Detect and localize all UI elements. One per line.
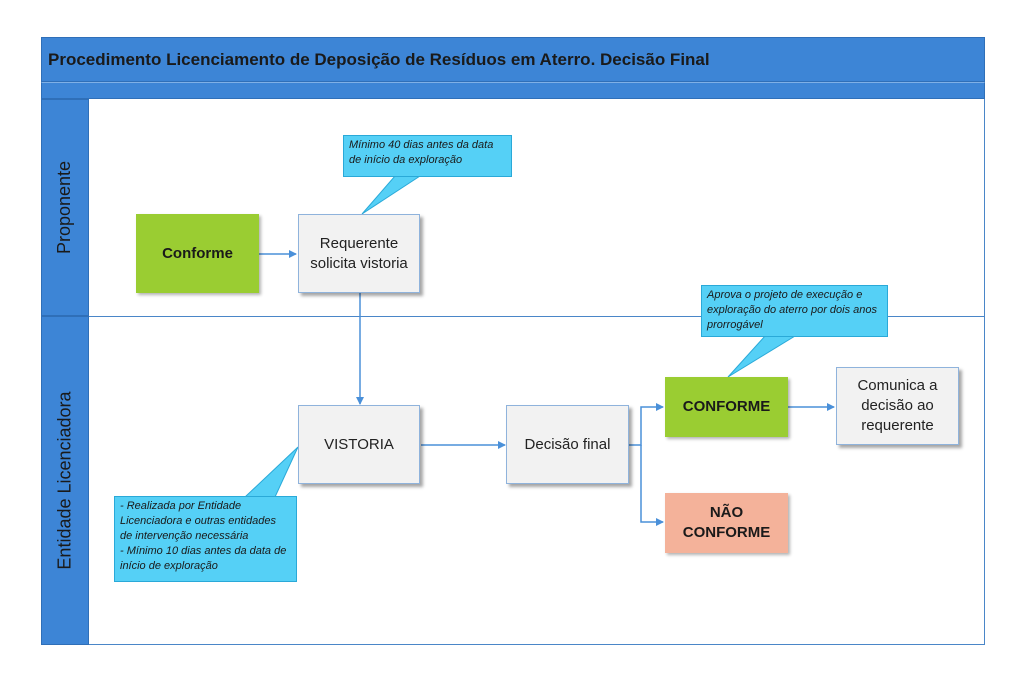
vistoria-node: VISTORIA [298,405,420,484]
requerente-node: Requerente solicita vistoria [298,214,420,293]
lane-label-entidade: Entidade Licenciadora [41,316,89,645]
note-realizada-line1: - Realizada por Entidade Licenciadora e … [120,500,276,542]
note-realizada: - Realizada por Entidade Licenciadora e … [114,496,297,582]
note2-pointer [727,335,797,378]
lane-divider [89,316,985,317]
arrow-decisao-naoconforme [640,445,664,526]
diagram-title: Procedimento Licenciamento de Deposição … [41,37,985,82]
nao-conforme-node: NÃO CONFORME [665,493,788,553]
note-aprova-projeto: Aprova o projeto de execução e exploraçã… [701,285,888,337]
arrow-decisao-conforme [629,403,664,446]
note-40-dias: Mínimo 40 dias antes da data de início d… [343,135,512,177]
conforme-start-node: Conforme [136,214,259,293]
comunica-node: Comunica a decisão ao requerente [836,367,959,445]
decisao-node: Decisão final [506,405,629,484]
conforme-out-node: CONFORME [665,377,788,437]
note3-pointer [243,446,299,498]
note1-pointer [361,175,422,215]
note-realizada-line2: - Mínimo 10 dias antes da data de início… [120,545,287,572]
header-strip [41,82,985,99]
lane-label-proponente: Proponente [41,99,89,316]
